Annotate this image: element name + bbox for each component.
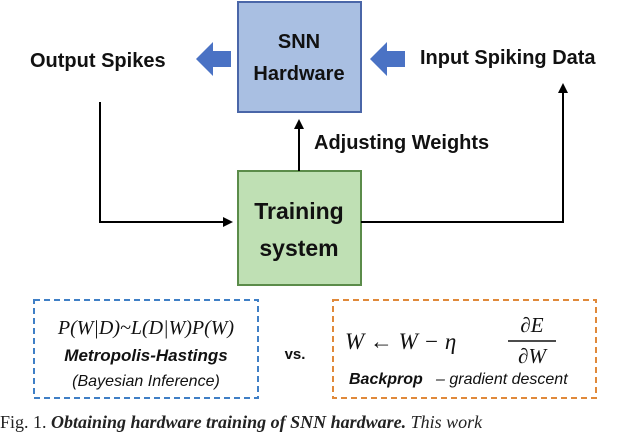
- snn-hardware-box: SNN Hardware: [237, 1, 362, 113]
- backprop-note: – gradient descent: [435, 371, 568, 388]
- bayesian-note: (Bayesian Inference): [72, 373, 220, 390]
- backprop-method: Backprop: [349, 371, 423, 388]
- output-to-training-connector: [99, 102, 233, 227]
- bayesian-formula: P(W|D)~L(D|W)P(W): [57, 317, 235, 339]
- bayesian-panel-border: [33, 299, 259, 399]
- versus-label: vs.: [285, 346, 306, 363]
- bayesian-panel: P(W|D)~L(D|W)P(W) Metropolis-Hastings (B…: [33, 299, 259, 399]
- training-system-box: Training system: [237, 170, 362, 286]
- output-block-arrow: [196, 42, 231, 76]
- input-spiking-data-label: Input Spiking Data: [420, 47, 596, 69]
- caption-title: Obtaining hardware training of SNN hardw…: [51, 412, 407, 432]
- snn-hardware-line2: Hardware: [253, 63, 344, 85]
- training-system-line1: Training: [254, 198, 343, 224]
- figure-caption: Fig. 1. Obtaining hardware training of S…: [0, 412, 640, 432]
- output-spikes-label: Output Spikes: [30, 50, 166, 72]
- training-to-input-connector: [361, 83, 568, 223]
- backprop-numerator: ∂E: [520, 313, 543, 337]
- training-system-rect: [237, 170, 362, 286]
- backprop-panel: W ← W − η ∂E ∂W Backprop – gradient desc…: [332, 299, 597, 399]
- training-system-line2: system: [259, 235, 338, 261]
- input-block-arrow: [370, 42, 405, 76]
- backprop-denominator: ∂W: [518, 344, 548, 368]
- adjusting-weights-label: Adjusting Weights: [314, 132, 489, 154]
- backprop-formula-lhs: W ← W − η: [345, 329, 456, 354]
- bayesian-method: Metropolis-Hastings: [64, 346, 227, 365]
- caption-lead: Fig. 1.: [0, 412, 47, 432]
- snn-hardware-line1: SNN: [278, 31, 320, 53]
- snn-hardware-rect: [237, 1, 362, 113]
- backprop-panel-border: [332, 299, 597, 399]
- caption-tail: This work: [410, 412, 483, 432]
